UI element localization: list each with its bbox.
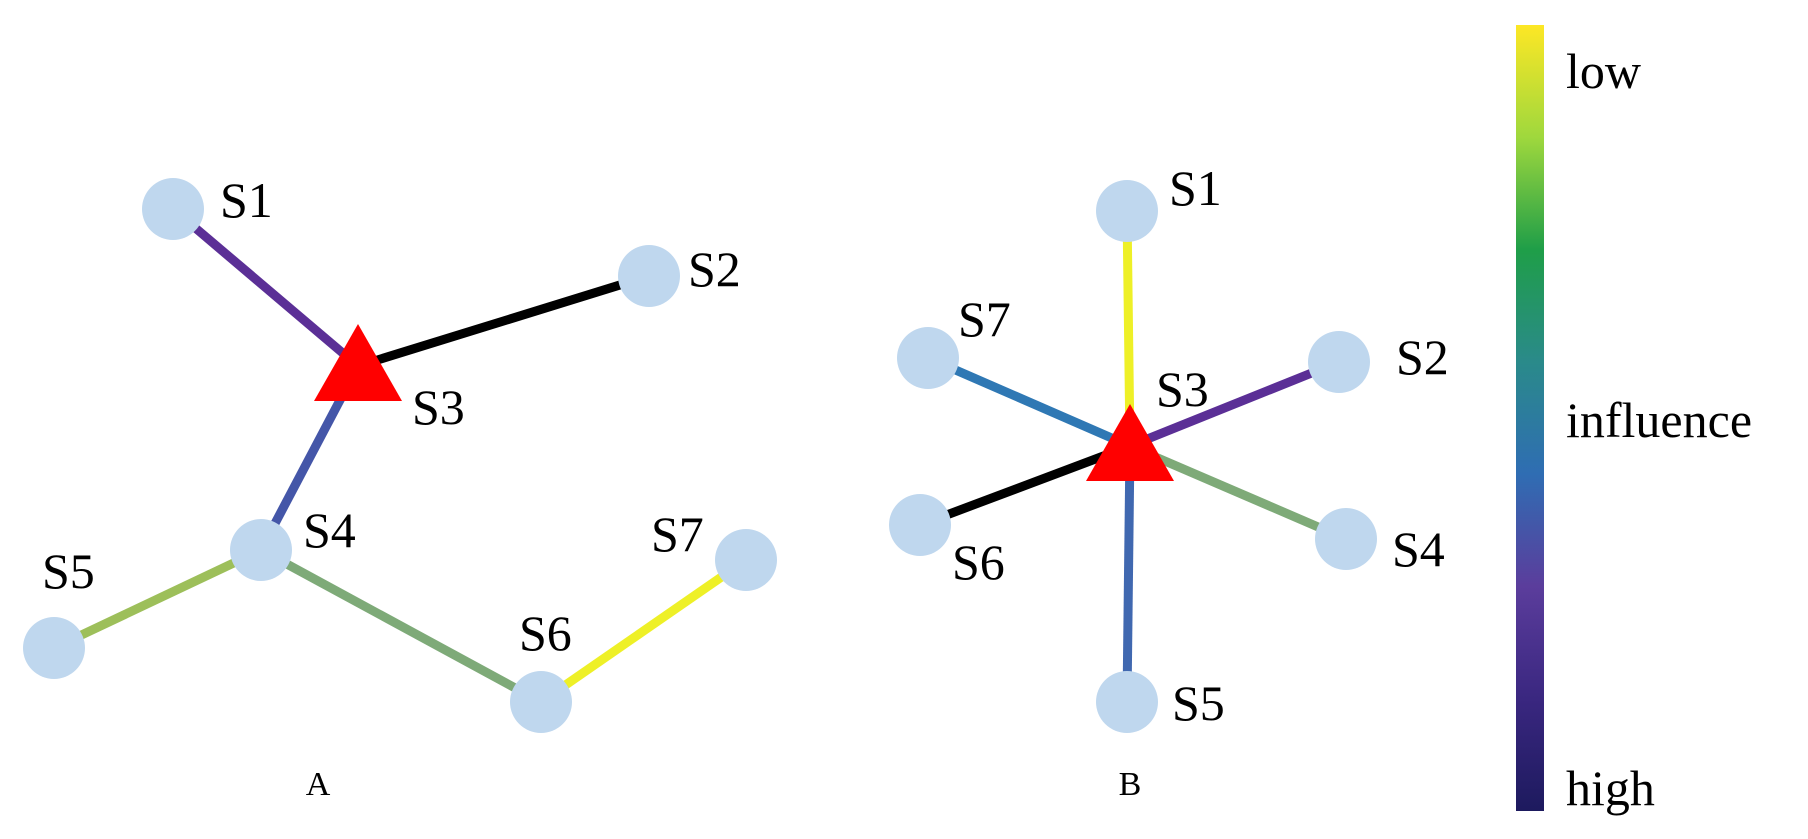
colorbar-low-label: low (1566, 43, 1641, 99)
colorbar-high-label: high (1566, 760, 1655, 816)
node-label-s2: S2 (688, 241, 741, 297)
node-label-s6: S6 (952, 534, 1005, 590)
node-label-s5: S5 (42, 543, 95, 599)
node-label-s4: S4 (303, 502, 356, 558)
node-label-s7: S7 (651, 506, 704, 562)
edge-s6-s3 (918, 441, 1132, 530)
node-label-s6: S6 (519, 605, 572, 661)
node-s5 (23, 617, 85, 679)
colorbar-mid-label: influence (1566, 392, 1752, 448)
edge-s5-s3 (1122, 445, 1135, 703)
node-label-s1: S1 (1169, 160, 1222, 216)
edge-s4-s5 (52, 545, 263, 653)
hub-node-s3 (314, 324, 402, 401)
node-label-s7: S7 (958, 291, 1011, 347)
node-label-s4: S4 (1392, 521, 1445, 577)
panel-b-nodes (889, 180, 1377, 733)
node-s1 (142, 178, 204, 240)
node-s7 (897, 327, 959, 389)
node-s5 (1096, 671, 1158, 733)
edge-s6-s7 (538, 556, 749, 706)
node-label-s1: S1 (220, 172, 273, 228)
panel-b-edges (918, 210, 1348, 703)
hub-node-s3 (1086, 404, 1174, 481)
node-s4 (1315, 508, 1377, 570)
node-s1 (1096, 180, 1158, 242)
edge-s7-s3 (926, 353, 1132, 451)
node-s6 (510, 671, 572, 733)
node-label-s2: S2 (1396, 329, 1449, 385)
panel-b-label: B (1119, 766, 1142, 803)
colorbar-legend: low influence high (1516, 25, 1752, 816)
edge-s2-s3 (356, 271, 651, 371)
node-s6 (889, 494, 951, 556)
colorbar-gradient (1516, 25, 1544, 811)
panel-a-label: A (306, 766, 331, 803)
node-s2 (1308, 331, 1370, 393)
edge-s4-s6 (258, 546, 544, 706)
node-s2 (618, 245, 680, 307)
edge-s1-s3 (170, 205, 361, 370)
node-s4 (230, 519, 292, 581)
edge-s2-s3 (1128, 357, 1341, 451)
node-label-s3: S3 (412, 379, 465, 435)
node-s7 (715, 529, 777, 591)
node-label-s3: S3 (1156, 361, 1209, 417)
edge-s4-s3 (1128, 441, 1348, 544)
panel-a-nodes (23, 178, 777, 733)
node-label-s5: S5 (1172, 675, 1225, 731)
